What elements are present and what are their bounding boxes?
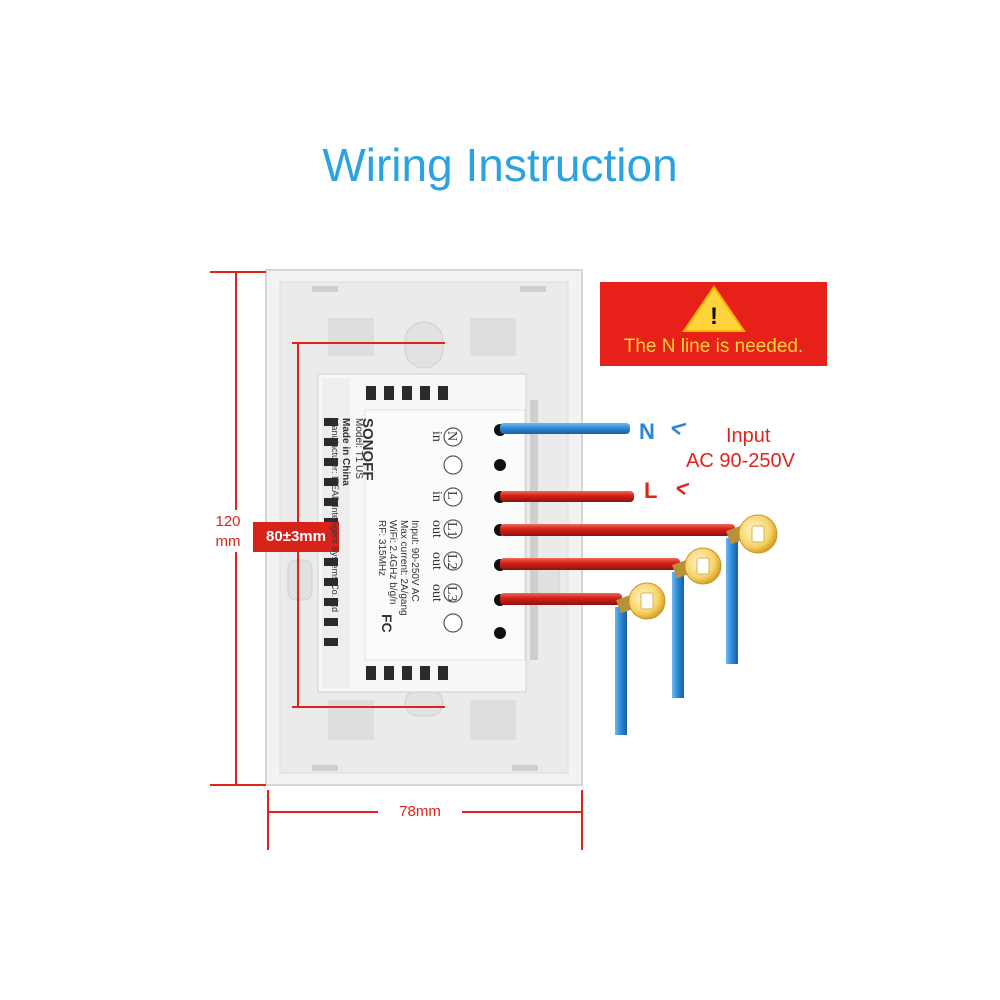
neutral-label: N (639, 419, 655, 444)
load-wire-3 (500, 593, 627, 735)
input-label: Input (726, 425, 771, 447)
terminal-l2-role: out (429, 552, 444, 570)
live-label: L (644, 478, 658, 503)
load-wire-1 (500, 524, 738, 664)
terminal-circles (443, 427, 463, 633)
live-wire (500, 482, 690, 502)
input-voltage: AC 90-250V (686, 450, 795, 472)
terminal-l-symbol: L (444, 491, 459, 500)
fcc-icon: FC (379, 614, 395, 633)
warning-triangle-icon: ! (682, 285, 746, 332)
spec-rf: RF: 315MHz (376, 520, 387, 577)
bulb-icon (672, 547, 722, 585)
spec-current: Max current: 2A/gang (398, 520, 409, 616)
bulb-icon (726, 514, 778, 554)
arrow-left-icon (671, 422, 687, 435)
terminal-l3-role: out (429, 584, 444, 602)
terminal-l1-role: out (429, 520, 444, 538)
height-dimension: 120 mm (215, 513, 241, 550)
model-text: Model: T1 US (353, 418, 364, 479)
arrow-left-icon (676, 482, 690, 495)
terminal-l1-symbol: L1 (444, 522, 459, 538)
width-dimension: 78mm (399, 803, 441, 820)
page-title: Wiring Instruction (322, 139, 678, 191)
terminal-n-symbol: N (444, 431, 459, 442)
spec-input: Input: 90-250V AC (409, 520, 420, 602)
load-wire-2 (500, 558, 684, 698)
spec-wifi: WiFi: 2.4GHz b/g/n (387, 520, 398, 605)
vent-slots-top (366, 386, 448, 400)
terminal-l2-symbol: L2 (444, 554, 459, 570)
terminal-l-role: in (429, 491, 444, 502)
neutral-wire (500, 422, 687, 435)
bulb-icon (616, 582, 666, 620)
terminal-l3-symbol: L3 (444, 586, 459, 602)
manufacturer-text: Manufacturer: ITEAD Intelligent Systems … (330, 418, 340, 613)
warning-symbol: ! (710, 303, 718, 330)
module-height-dimension: 80±3mm (253, 522, 339, 552)
warning-text: The N line is needed. (623, 336, 804, 357)
origin-text: Made in China (340, 418, 351, 486)
vent-slots-bottom (366, 666, 448, 680)
terminal-n-role: in (429, 431, 444, 442)
dimension-lines (210, 271, 583, 850)
